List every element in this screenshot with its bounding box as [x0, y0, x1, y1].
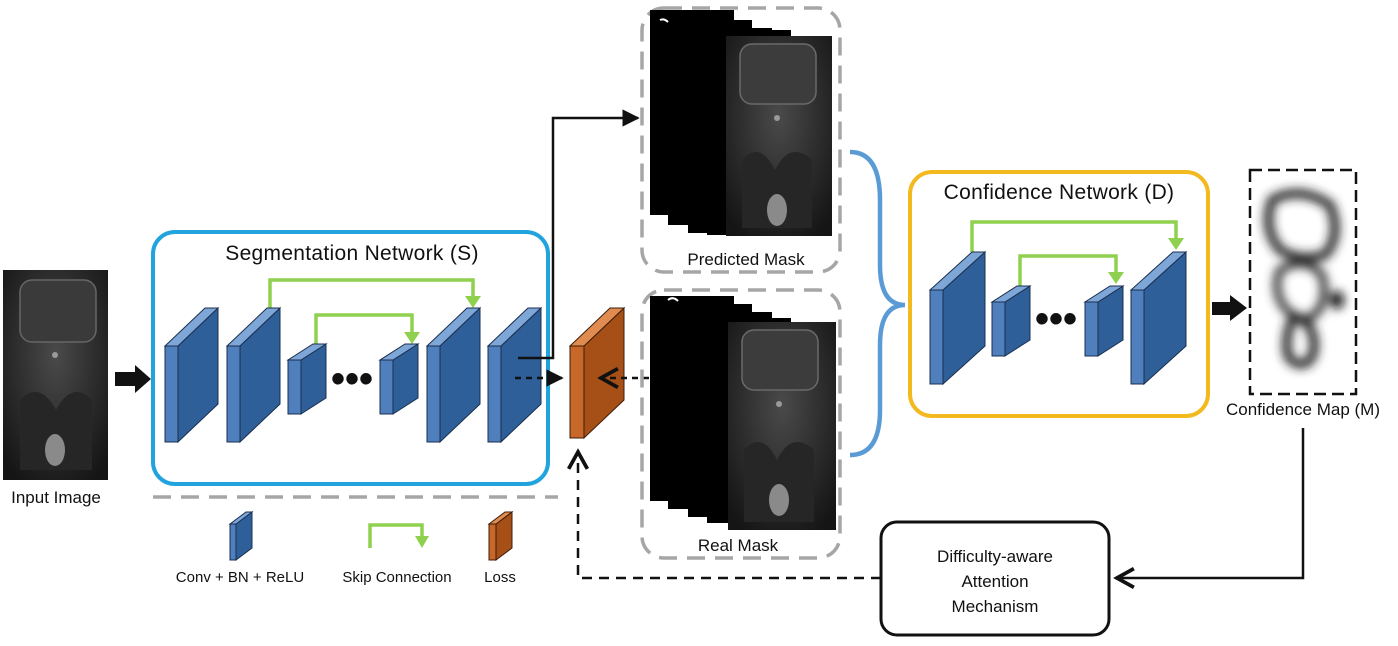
merge-brace	[849, 149, 906, 458]
legend-conv-label: Conv + BN + ReLU	[176, 569, 304, 586]
confidence-map-label: Confidence Map (M)	[1226, 400, 1380, 419]
seg-block-3	[286, 343, 328, 415]
seg-skip-arrowhead-inner	[404, 332, 420, 344]
seg-block-4	[378, 343, 420, 415]
seg-block-6	[486, 306, 543, 444]
input-arrow	[115, 365, 151, 393]
seg-block-1	[163, 306, 220, 444]
input-image-label: Input Image	[11, 488, 101, 507]
arrow-to-predicted-mask	[518, 109, 640, 360]
seg-skip-connection-outer	[268, 278, 475, 310]
arrow-map-to-attention	[1117, 428, 1305, 578]
conf-block-2	[990, 285, 1032, 357]
conf-block-3	[1083, 285, 1125, 357]
predicted-mask-label: Predicted Mask	[687, 250, 805, 269]
attention-line-1: Difficulty-aware	[937, 547, 1053, 566]
legend-conv-swatch	[228, 511, 254, 561]
legend-skip-label: Skip Connection	[342, 569, 451, 586]
conf-ellipsis: •••	[1035, 297, 1077, 341]
seg-skip-arrowhead-outer	[465, 296, 481, 308]
loss-block	[568, 306, 626, 440]
seg-block-2	[225, 306, 282, 444]
conf-skip-connection-inner	[1018, 254, 1118, 286]
predicted-mask-stack	[650, 10, 832, 236]
conf-skip-arrowhead-outer	[1168, 238, 1184, 250]
conf-skip-connection-outer	[970, 220, 1178, 252]
attention-line-3: Mechanism	[952, 597, 1039, 616]
conf-block-1	[928, 250, 987, 386]
seg-ellipsis: •••	[331, 357, 373, 401]
conf-block-4	[1129, 250, 1188, 386]
legend-skip-swatch	[368, 523, 429, 548]
real-mask-stack	[650, 296, 836, 530]
conf-skip-arrowhead-inner	[1108, 272, 1124, 284]
legend-loss-label: Loss	[484, 569, 516, 586]
confidence-network-title: Confidence Network (D)	[944, 181, 1175, 204]
real-mask-label: Real Mask	[698, 536, 779, 555]
attention-line-2: Attention	[961, 572, 1028, 591]
legend-loss-swatch	[487, 511, 514, 561]
confidence-map-image	[1263, 189, 1344, 369]
predicted-mask-box	[640, 6, 842, 274]
confidence-network-box	[908, 170, 1210, 418]
segmentation-network-title: Segmentation Network (S)	[225, 242, 478, 265]
output-arrow	[1212, 295, 1247, 321]
seg-skip-connection-inner	[314, 313, 414, 346]
seg-block-5	[425, 306, 482, 444]
input-image	[3, 270, 108, 480]
